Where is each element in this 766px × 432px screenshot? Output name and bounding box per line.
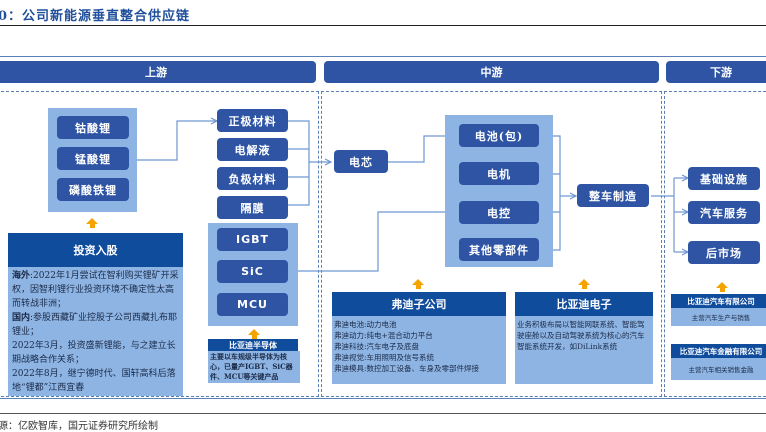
node-infrastructure: 基础设施	[688, 167, 760, 190]
arrow-up-icon	[248, 329, 260, 339]
downstream-container	[664, 91, 766, 397]
byd-finance-title: 比亚迪汽车金融有限公司	[671, 344, 766, 358]
node-cathode-material: 正极材料	[217, 109, 288, 132]
node-igbt: IGBT	[217, 228, 288, 251]
node-sic: SiC	[217, 260, 288, 283]
node-lithium-cobalt-oxide: 钴酸锂	[57, 116, 129, 139]
byd-auto-body: 主营汽车生产与销售	[671, 308, 766, 326]
arrow-up-icon	[578, 279, 590, 289]
investment-line: 海外:2022年1月尝试在智利购买锂矿开采权，因智利锂行业投资环境不确定性太高而…	[12, 271, 179, 309]
semiconductor-company-title: 比亚迪半导体	[208, 339, 298, 351]
title-rule	[0, 25, 766, 26]
fudi-line: 弗迪科技:汽车电子及底盘	[334, 342, 420, 351]
fudi-line: 弗迪动力:纯电+混合动力平台	[334, 331, 433, 340]
node-separator: 隔膜	[217, 196, 288, 219]
byd-electronics-body: 业务积极布局以智能网联系统、智能驾驶座舱以及自动驾驶系统为核心的汽车智能系统开发…	[515, 316, 653, 384]
node-other-parts: 其他零部件	[459, 238, 539, 261]
fudi-title: 弗迪子公司	[332, 292, 506, 316]
byd-auto-title: 比亚迪汽车有限公司	[671, 294, 766, 308]
arrow-up-icon	[86, 218, 98, 228]
stage-header-midstream: 中游	[324, 61, 659, 83]
fudi-line: 弗迪电池:动力电池	[334, 320, 397, 329]
investment-line: 国内:参股西藏矿业控股子公司西藏扎布耶锂业；	[12, 313, 178, 337]
investment-line: 2022年8月，继宁德时代、国轩高科后落地“锂都”江西宜春	[12, 369, 176, 393]
semiconductor-company-body: 主要以车规级半导体为核心，已量产IGBT、SiC器件、MCU等关键产品	[208, 351, 300, 383]
node-anode-material: 负极材料	[217, 167, 288, 190]
fudi-line: 弗迪模具:数控加工设备、车身及零部件焊接	[334, 364, 480, 373]
node-battery-cell: 电芯	[334, 150, 388, 173]
node-motor: 电机	[459, 162, 539, 185]
node-aftermarket: 后市场	[688, 241, 760, 264]
byd-finance-body: 主营汽车相关销售金融	[671, 358, 766, 380]
node-electrolyte: 电解液	[217, 138, 288, 161]
figure-title: 0：公司新能源垂直整合供应链	[0, 9, 191, 24]
investment-title: 投资入股	[8, 233, 183, 267]
source-note: 源：亿欧智库，国元证券研究所绘制	[0, 421, 158, 432]
fudi-line: 弗迪视觉:车用照明及信号系统	[334, 353, 435, 362]
footer-black-rule	[0, 413, 766, 414]
node-vehicle-manufacturing: 整车制造	[577, 184, 649, 207]
node-mcu: MCU	[217, 293, 288, 316]
node-lithium-iron-phosphate: 磷酸铁锂	[57, 178, 129, 201]
stage-header-upstream: 上游	[0, 61, 316, 83]
byd-electronics-title: 比亚迪电子	[515, 292, 653, 316]
node-electronic-control: 电控	[459, 201, 539, 224]
investment-body: 海外:2022年1月尝试在智利购买锂矿开采权，因智利锂行业投资环境不确定性太高而…	[8, 267, 183, 396]
footer-blue-rule	[0, 398, 766, 399]
node-battery-pack: 电池(包)	[459, 124, 539, 147]
arrow-up-icon	[716, 282, 728, 292]
node-lithium-manganese-oxide: 锰酸锂	[57, 147, 129, 170]
header-top-rule	[0, 56, 766, 57]
arrow-up-icon	[412, 279, 424, 289]
node-auto-services: 汽车服务	[688, 201, 760, 224]
investment-line: 2022年3月，投资盛新锂能，与之建立长期战略合作关系；	[12, 341, 176, 365]
stage-header-downstream: 下游	[666, 61, 766, 83]
fudi-body: 弗迪电池:动力电池 弗迪动力:纯电+混合动力平台 弗迪科技:汽车电子及底盘 弗迪…	[332, 316, 506, 384]
